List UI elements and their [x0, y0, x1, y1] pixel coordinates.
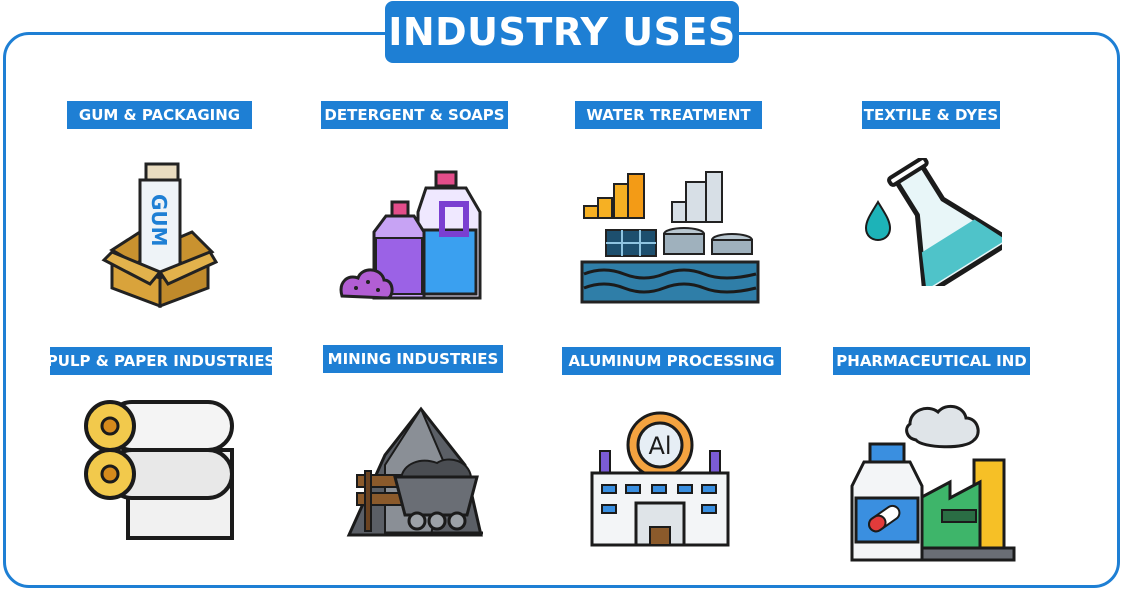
label-pulp-paper: PULP & PAPER INDUSTRIES	[47, 347, 275, 375]
label-pharmaceutical: PHARMACEUTICAL IND	[833, 347, 1030, 375]
label-textile-dyes: TEXTILE & DYES	[862, 101, 1000, 129]
pharmaceutical-factory-icon	[850, 404, 1016, 562]
label-water-treatment: WATER TREATMENT	[575, 101, 762, 129]
label-mining: MINING INDUSTRIES	[323, 345, 503, 373]
page-title: INDUSTRY USES	[385, 1, 739, 63]
detergent-bottles-icon	[339, 170, 482, 300]
label-detergent-soaps: DETERGENT & SOAPS	[321, 101, 508, 129]
label-aluminum-processing: ALUMINUM PROCESSING	[562, 347, 781, 375]
label-gum-packaging: GUM & PACKAGING	[67, 101, 252, 129]
aluminum-factory-icon: Al	[590, 411, 730, 547]
paper-rolls-icon	[84, 400, 234, 540]
al-symbol-text: Al	[648, 432, 671, 460]
mining-cart-icon	[346, 406, 483, 537]
water-treatment-plant-icon	[580, 171, 760, 304]
gum-box-icon: GUM	[101, 162, 218, 308]
gum-text: GUM	[147, 194, 171, 247]
chemical-flask-icon	[864, 158, 1002, 286]
